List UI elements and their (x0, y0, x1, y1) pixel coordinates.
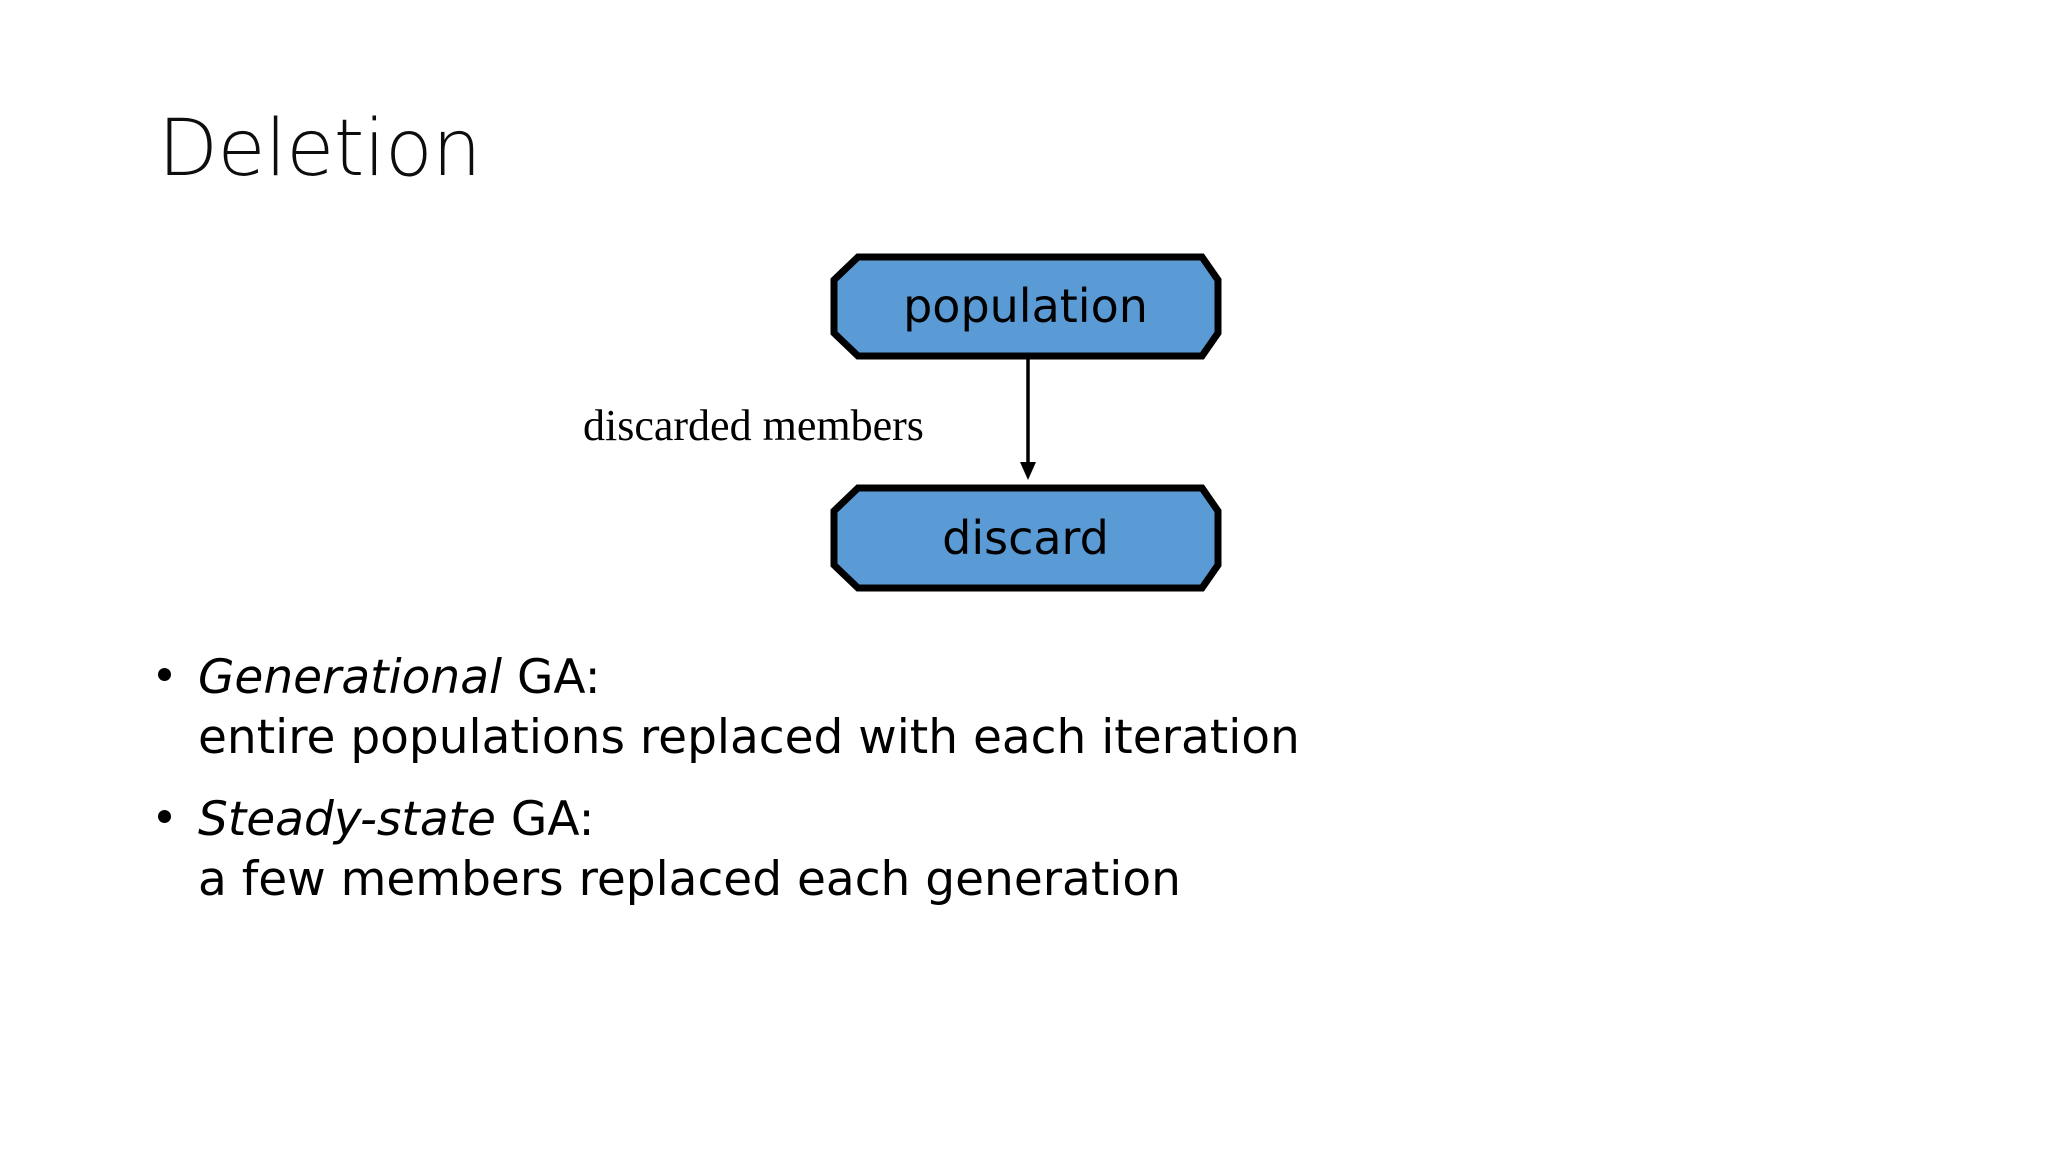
bullet-heading-line: Steady-state GA: (198, 790, 1550, 850)
bullet-heading-rest: GA: (502, 650, 601, 705)
bullet-list: Generational GA: entire populations repl… (150, 648, 1550, 933)
bullet-detail-line: a few members replaced each generation (198, 852, 1181, 908)
page-title: Deletion (158, 104, 482, 194)
edge-label-discarded-members: discarded members (583, 401, 924, 450)
list-item: Steady-state GA: a few members replaced … (150, 790, 1550, 910)
arrow-head-icon (1020, 462, 1036, 480)
discard-node-shape (830, 484, 1222, 592)
bullet-heading-rest: GA: (495, 792, 595, 848)
bullet-point-icon (158, 668, 171, 681)
bullet-emphasis: Steady-state (198, 792, 496, 848)
bullet-point-icon (158, 810, 171, 824)
bullet-heading-line: Generational GA: (198, 648, 1550, 708)
bullet-emphasis: Generational (198, 650, 503, 705)
bullet-detail-line: entire populations replaced with each it… (198, 710, 1300, 766)
list-item: Generational GA: entire populations repl… (150, 648, 1550, 768)
population-node-shape (830, 253, 1222, 360)
